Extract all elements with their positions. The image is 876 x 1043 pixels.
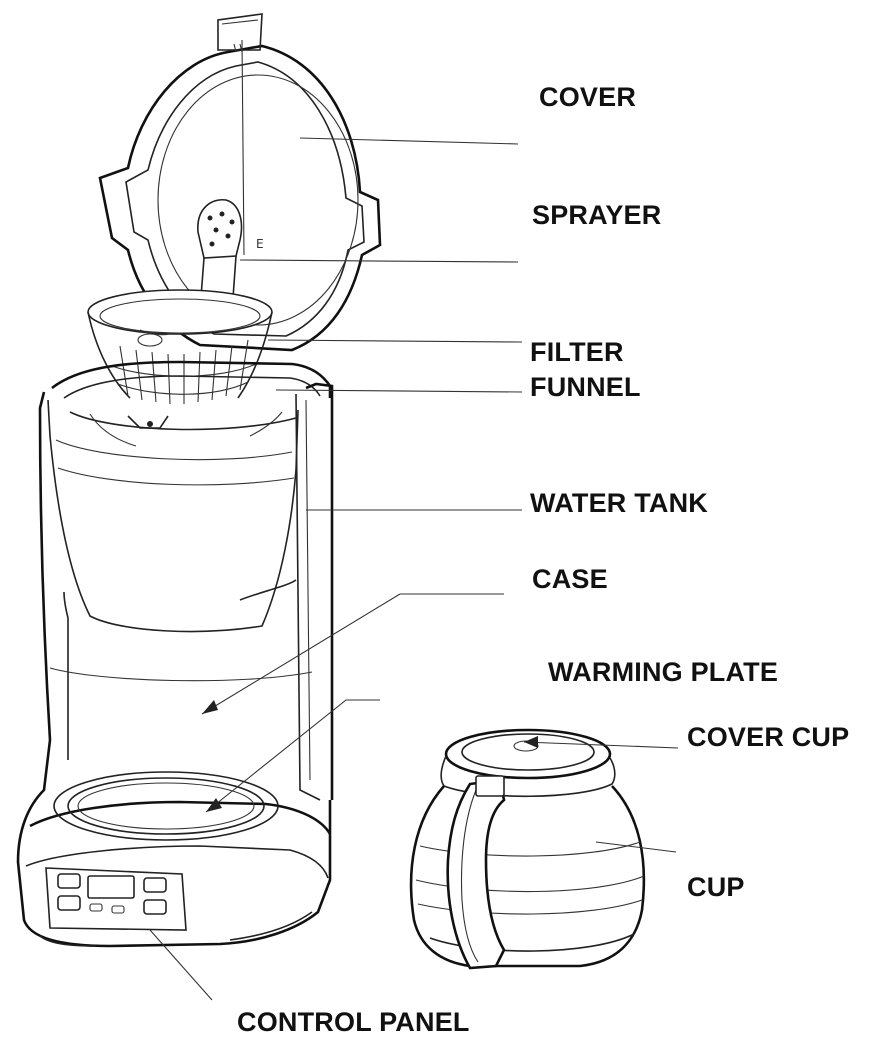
label-control-panel: CONTROL PANEL (237, 1007, 470, 1037)
leader-warming-plate (205, 699, 380, 813)
label-water-tank: WATER TANK (530, 488, 708, 518)
svg-text:E: E (256, 237, 264, 251)
label-sprayer: SPRAYER (532, 200, 662, 230)
arrowhead-warming-plate (206, 798, 222, 812)
label-warming-plate: WARMING PLATE (548, 657, 779, 687)
case-drawing (16, 360, 334, 948)
leader-cover-cup (523, 741, 679, 749)
leader-case (201, 593, 504, 715)
leader-cover (299, 137, 519, 145)
leader-lines (149, 137, 679, 1001)
leader-funnel (275, 389, 523, 393)
label-filter: FILTER (530, 337, 624, 367)
label-case: CASE (532, 564, 608, 594)
cup-drawing (409, 728, 646, 970)
arrowhead-cover-cup (524, 736, 538, 748)
leader-control-panel (149, 929, 213, 1001)
label-cover-cup: COVER CUP (687, 722, 850, 752)
leader-cup (595, 841, 677, 853)
leader-filter (267, 339, 523, 343)
label-cover: COVER (539, 82, 637, 112)
label-funnel: FUNNEL (530, 372, 641, 402)
arrowhead-case (202, 700, 218, 714)
cover-drawing: E (98, 13, 382, 352)
leader-sprayer (239, 259, 519, 263)
label-cup: CUP (687, 872, 745, 902)
